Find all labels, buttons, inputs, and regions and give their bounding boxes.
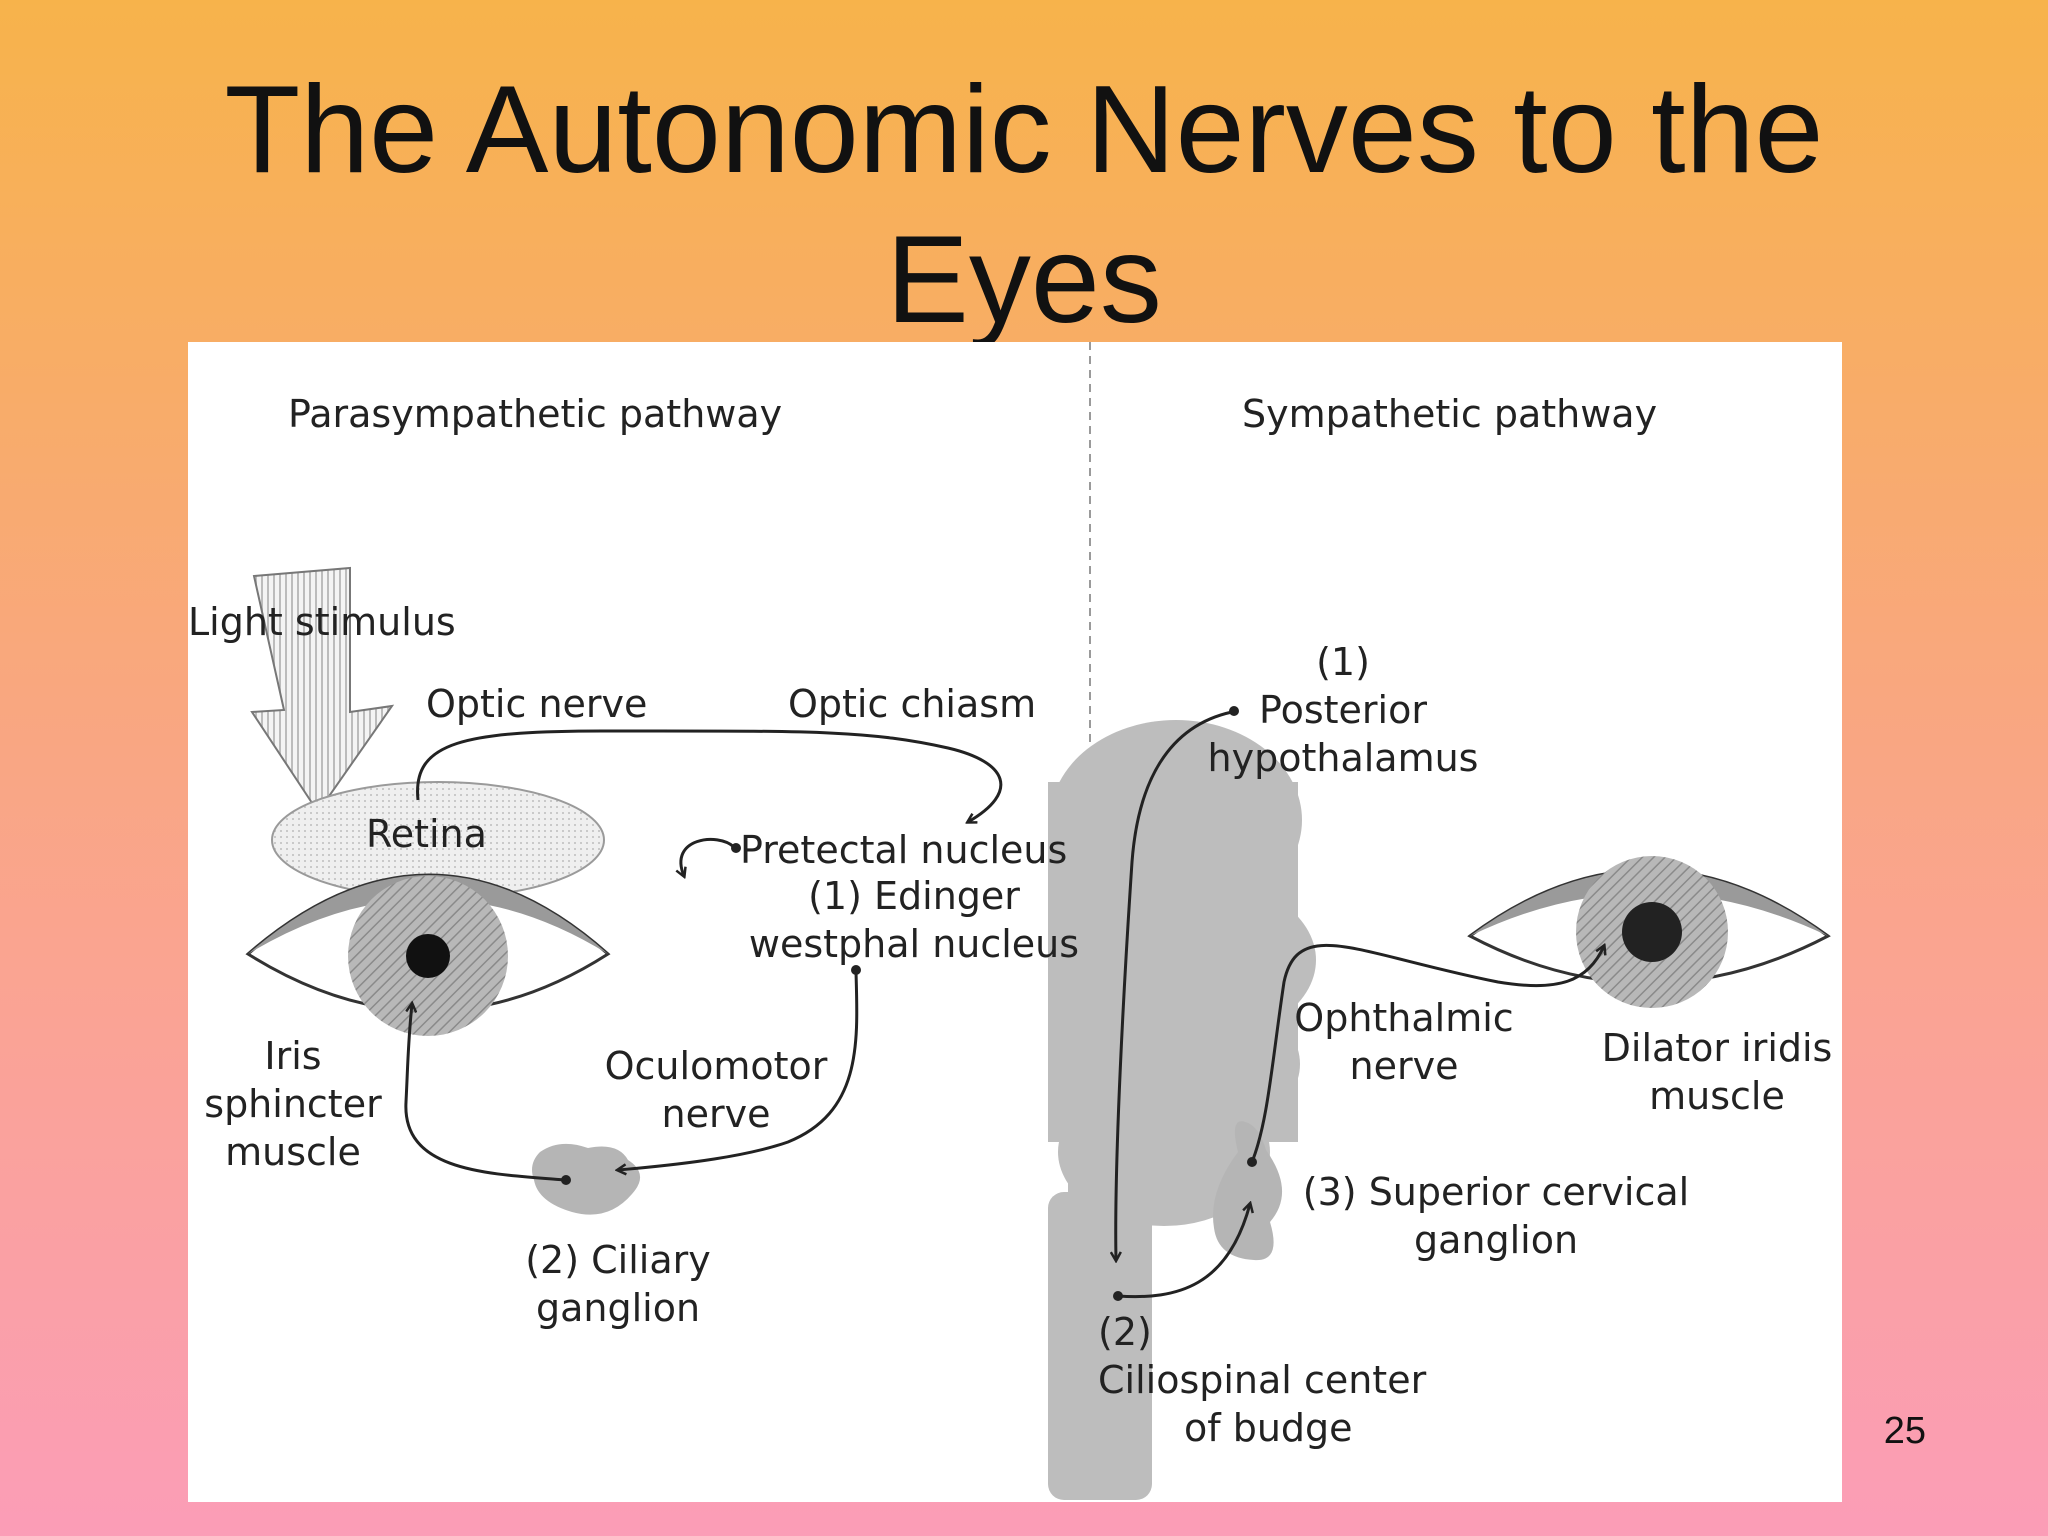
ciliary-line2: ganglion xyxy=(535,1286,701,1330)
posterior-num: (1) xyxy=(1316,640,1370,684)
oculomotor-nerve-label: Oculomotor nerve xyxy=(586,1042,846,1138)
parasympathetic-heading: Parasympathetic pathway xyxy=(288,392,783,436)
oculomotor-path xyxy=(618,971,859,1170)
sympathetic-heading: Sympathetic pathway xyxy=(1242,392,1658,436)
ophthalmic-line2: nerve xyxy=(1349,1044,1459,1088)
ciliary-ganglion-label: (2) Ciliary ganglion xyxy=(488,1236,748,1332)
dilator-line2: muscle xyxy=(1649,1074,1785,1118)
superior-line2: ganglion xyxy=(1413,1218,1579,1262)
ciliary-line1: (2) Ciliary xyxy=(525,1238,711,1282)
posterior-line2: hypothalamus xyxy=(1207,736,1479,780)
slide-page-number: 25 xyxy=(1883,1410,1926,1452)
ciliospinal-line1: Ciliospinal center xyxy=(1098,1358,1427,1402)
dilator-iridis-label: Dilator iridis muscle xyxy=(1592,1024,1842,1120)
ciliary-ganglion-shape xyxy=(532,1143,641,1215)
ciliospinal-line2: of budge xyxy=(1184,1406,1353,1450)
ophthalmic-nerve-label: Ophthalmic nerve xyxy=(1284,994,1524,1090)
pretectal-nucleus-label: Pretectal nucleus xyxy=(740,828,1068,872)
superior-cervical-ganglion-label: (3) Superior cervical ganglion xyxy=(1286,1168,1706,1264)
hypothalamus-descending-path xyxy=(1116,710,1233,1260)
oculomotor-line2: nerve xyxy=(661,1092,771,1136)
ophthalmic-line1: Ophthalmic xyxy=(1294,996,1514,1040)
iris-line2: sphincter xyxy=(204,1082,382,1126)
light-stimulus-arrow xyxy=(250,566,395,814)
slide-title-line1: The Autonomic Nerves to the xyxy=(224,61,1824,199)
diagram-drawing xyxy=(245,342,1831,1502)
iris-sphincter-label: Iris sphincter muscle xyxy=(188,1032,398,1176)
ciliospinal-center-label: (2) Ciliospinal center of budge xyxy=(1098,1308,1478,1452)
autonomic-eye-diagram: Parasympathetic pathway Light stimulus O… xyxy=(188,342,1842,1502)
slide-title: The Autonomic Nerves to the Eyes xyxy=(0,55,2048,355)
light-stimulus-label: Light stimulus xyxy=(188,600,456,644)
optic-nerve-path xyxy=(416,729,1003,822)
optic-nerve-label: Optic nerve xyxy=(426,682,648,726)
posterior-line1: Posterior xyxy=(1259,688,1427,732)
oculomotor-line1: Oculomotor xyxy=(604,1044,828,1088)
ciliary-to-iris-path xyxy=(404,1004,567,1182)
slide-title-line2: Eyes xyxy=(886,211,1162,349)
dilator-line1: Dilator iridis xyxy=(1601,1026,1833,1070)
retina-label: Retina xyxy=(366,812,487,856)
ciliospinal-to-ganglion-path xyxy=(1117,1204,1250,1299)
edinger-line2: westphal nucleus xyxy=(748,922,1080,966)
edinger-westphal-label: (1) Edinger westphal nucleus xyxy=(734,872,1094,968)
iris-line3: muscle xyxy=(225,1130,361,1174)
edinger-line1: (1) Edinger xyxy=(808,874,1020,918)
brainstem-shape xyxy=(1048,720,1316,1500)
superior-line1: (3) Superior cervical xyxy=(1302,1170,1690,1214)
ophthalmic-nerve-path xyxy=(1250,945,1604,1163)
ciliospinal-num: (2) xyxy=(1098,1310,1152,1354)
pretectal-loop xyxy=(681,837,736,876)
superior-cervical-ganglion-shape xyxy=(1213,1121,1283,1261)
left-eye-icon xyxy=(245,873,611,1036)
optic-chiasm-label: Optic chiasm xyxy=(788,682,1037,726)
posterior-hypothalamus-label: (1) Posterior hypothalamus xyxy=(1198,638,1488,782)
iris-line1: Iris xyxy=(264,1034,322,1078)
right-eye-icon xyxy=(1467,856,1831,1008)
